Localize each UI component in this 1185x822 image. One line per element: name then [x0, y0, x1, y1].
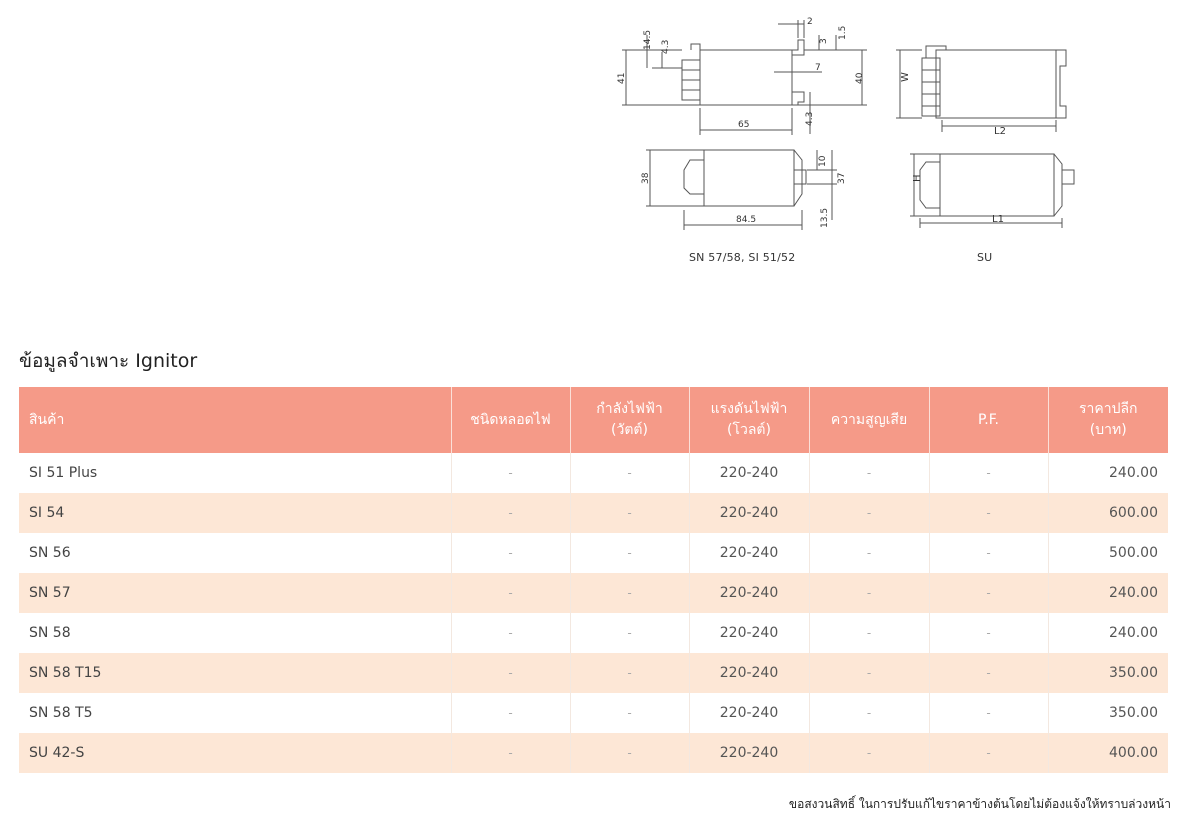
dim-2: 2	[807, 17, 813, 27]
price-disclaimer: ขอสงวนสิทธิ์ ในการปรับแก้ไขราคาข้างต้นโด…	[788, 797, 1171, 811]
cell-price: 240.00	[1047, 453, 1168, 493]
dimension-drawing-sn-si: 2 3 1.5 14.5 4.3 41 40 7 65 4.3 38 10 37…	[617, 17, 867, 230]
header-product: สินค้า	[19, 387, 451, 453]
header-retail-price: ราคาปลีก(บาท)	[1047, 387, 1168, 453]
dim-10: 10	[818, 155, 828, 167]
cell-voltage: 220-240	[688, 653, 809, 693]
diagram-caption-su: SU	[977, 251, 993, 264]
cell-pf: -	[928, 613, 1048, 653]
cell-price: 240.00	[1047, 613, 1168, 653]
dim-84-5: 84.5	[736, 215, 756, 225]
cell-pf: -	[928, 573, 1048, 613]
cell-lamp-type: -	[450, 693, 570, 733]
cell-product: SN 58 T15	[19, 653, 451, 693]
cell-lamp-type: -	[450, 533, 570, 573]
cell-power: -	[569, 733, 689, 773]
cell-power: -	[569, 653, 689, 693]
dim-37: 37	[837, 173, 847, 184]
header-voltage: แรงดันไฟฟ้า(โวลต์)	[688, 387, 809, 453]
cell-loss: -	[808, 533, 929, 573]
header-pf: P.F.	[928, 387, 1048, 453]
dimension-drawing-su: W L2 H L1	[896, 45, 1075, 228]
cell-lamp-type: -	[450, 493, 570, 533]
dim-3: 3	[819, 38, 829, 44]
header-power: กำลังไฟฟ้า(วัตต์)	[569, 387, 689, 453]
cell-product: SI 51 Plus	[19, 453, 451, 493]
cell-voltage: 220-240	[688, 453, 809, 493]
cell-pf: -	[928, 693, 1048, 733]
cell-voltage: 220-240	[688, 693, 809, 733]
dim-41: 41	[617, 73, 627, 84]
cell-lamp-type: -	[450, 613, 570, 653]
table-row: SN 58 T15 - - 220-240 - - 350.00	[19, 653, 1168, 693]
cell-voltage: 220-240	[688, 493, 809, 533]
cell-pf: -	[928, 493, 1048, 533]
cell-pf: -	[928, 733, 1048, 773]
cell-loss: -	[808, 693, 929, 733]
cell-power: -	[569, 573, 689, 613]
cell-power: -	[569, 493, 689, 533]
dim-h: H	[912, 174, 923, 182]
cell-price: 240.00	[1047, 573, 1168, 613]
cell-price: 400.00	[1047, 733, 1168, 773]
section-title: ข้อมูลจำเพาะ Ignitor	[19, 350, 198, 372]
header-lamp-type: ชนิดหลอดไฟ	[450, 387, 570, 453]
cell-pf: -	[928, 453, 1048, 493]
cell-lamp-type: -	[450, 733, 570, 773]
cell-price: 500.00	[1047, 533, 1168, 573]
dim-65: 65	[738, 120, 749, 130]
cell-product: SN 58	[19, 613, 451, 653]
dim-l1: L1	[992, 214, 1004, 225]
cell-loss: -	[808, 573, 929, 613]
cell-power: -	[569, 693, 689, 733]
cell-product: SN 56	[19, 533, 451, 573]
cell-lamp-type: -	[450, 573, 570, 613]
cell-loss: -	[808, 653, 929, 693]
table-row: SU 42-S - - 220-240 - - 400.00	[19, 733, 1168, 773]
cell-price: 600.00	[1047, 493, 1168, 533]
cell-pf: -	[928, 533, 1048, 573]
cell-lamp-type: -	[450, 653, 570, 693]
ignitor-spec-table: สินค้า ชนิดหลอดไฟ กำลังไฟฟ้า(วัตต์) แรงด…	[19, 387, 1168, 773]
cell-voltage: 220-240	[688, 573, 809, 613]
dim-4-3-bottom: 4.3	[805, 112, 815, 126]
dim-40: 40	[855, 72, 865, 84]
cell-product: SI 54	[19, 493, 451, 533]
table-row: SN 56 - - 220-240 - - 500.00	[19, 533, 1168, 573]
table-row: SI 51 Plus - - 220-240 - - 240.00	[19, 453, 1168, 493]
table-row: SN 58 - - 220-240 - - 240.00	[19, 613, 1168, 653]
dim-w: W	[900, 72, 911, 82]
table-header-row: สินค้า ชนิดหลอดไฟ กำลังไฟฟ้า(วัตต์) แรงด…	[19, 387, 1168, 453]
dim-l2: L2	[994, 126, 1006, 137]
cell-voltage: 220-240	[688, 613, 809, 653]
cell-power: -	[569, 453, 689, 493]
dim-7: 7	[815, 63, 821, 73]
cell-loss: -	[808, 613, 929, 653]
cell-loss: -	[808, 453, 929, 493]
cell-lamp-type: -	[450, 453, 570, 493]
cell-loss: -	[808, 733, 929, 773]
cell-voltage: 220-240	[688, 733, 809, 773]
table-row: SN 57 - - 220-240 - - 240.00	[19, 573, 1168, 613]
cell-power: -	[569, 533, 689, 573]
cell-product: SN 57	[19, 573, 451, 613]
cell-loss: -	[808, 493, 929, 533]
dim-1-5: 1.5	[838, 26, 848, 40]
dim-4-3-top: 4.3	[661, 40, 671, 54]
cell-power: -	[569, 613, 689, 653]
dim-38: 38	[641, 172, 651, 184]
header-loss: ความสูญเสีย	[808, 387, 929, 453]
cell-price: 350.00	[1047, 653, 1168, 693]
table-row: SN 58 T5 - - 220-240 - - 350.00	[19, 693, 1168, 733]
cell-price: 350.00	[1047, 693, 1168, 733]
table-row: SI 54 - - 220-240 - - 600.00	[19, 493, 1168, 533]
dim-14-5: 14.5	[643, 30, 653, 50]
cell-product: SU 42-S	[19, 733, 451, 773]
cell-pf: -	[928, 653, 1048, 693]
cell-product: SN 58 T5	[19, 693, 451, 733]
cell-voltage: 220-240	[688, 533, 809, 573]
diagram-caption-sn-si: SN 57/58, SI 51/52	[689, 251, 796, 264]
dim-13-5: 13.5	[820, 208, 830, 228]
